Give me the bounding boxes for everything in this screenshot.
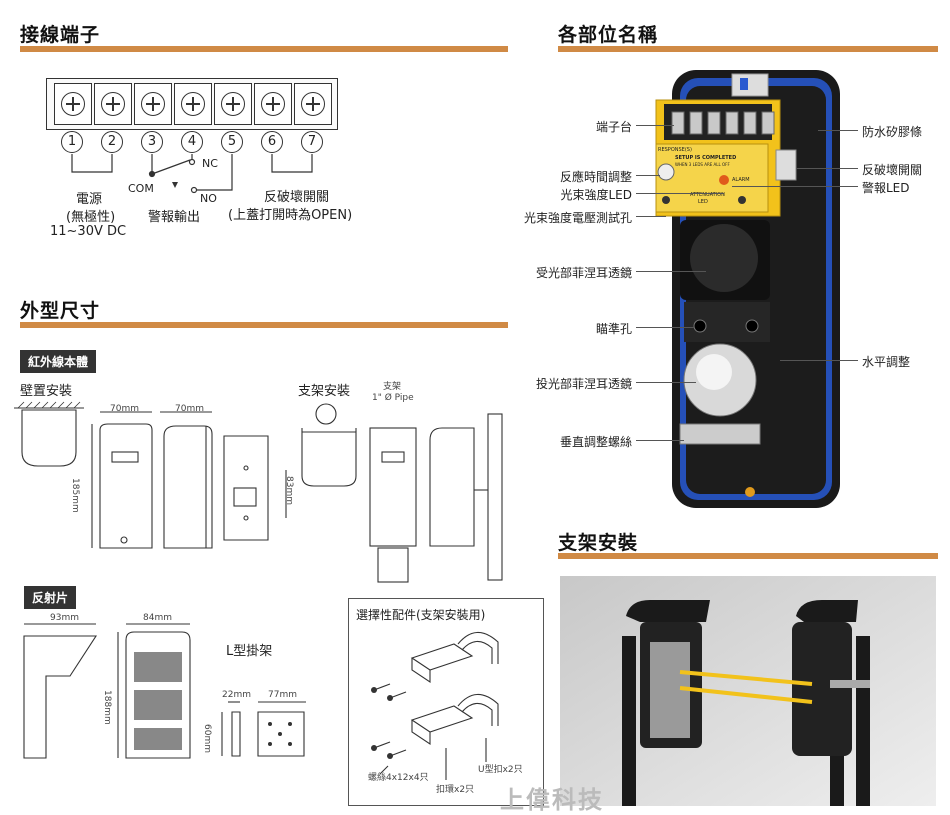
callout-aiming-hole: 瞄準孔 [595,322,632,336]
terminal-screw [254,83,292,125]
width-label: 70mm [175,404,204,414]
section-divider [20,322,508,328]
section-title-bracket-install: 支架安裝 [558,532,639,554]
device-response-text: RESPONSE(S) [658,147,692,153]
terminal-number: 1 [61,131,83,153]
terminal-number: 6 [261,131,283,153]
callout-tamper-switch: 反破壞開關 [862,163,923,177]
callout-vertical-screw: 垂直調整螺絲 [559,435,632,449]
callout-alarm-led: 警報LED [862,181,910,195]
section-divider [558,46,938,52]
section-title-parts: 各部位名稱 [558,24,659,46]
nc-label: NC [202,157,218,170]
leader-line [796,168,858,169]
callout-terminal-block: 端子台 [595,120,632,134]
accessories-title: 選擇性配件(支架安裝用) [356,608,486,622]
u-clamp-label: U型扣x2只 [478,765,523,775]
terminal-number: 3 [141,131,163,153]
support-label: 支架 [383,382,402,392]
accessories-box [348,598,544,806]
leader-line [636,216,666,217]
device-illustration [655,70,840,508]
terminal-screw [134,83,172,125]
device-led-text: LED [698,199,708,205]
callout-beam-led: 光束強度LED [560,188,632,202]
body-dimension-drawings [14,401,503,583]
accessories-drawing [371,631,499,780]
leader-line [780,360,858,361]
terminal-screw [54,83,92,125]
body-tag: 紅外線本體 [20,350,97,373]
section-divider [20,46,508,52]
leader-line [636,125,674,126]
leader-line [732,186,858,187]
device-attenuation-text: ATTENUATION [690,192,725,198]
width-label: 93mm [50,613,79,623]
alarm-output-label: 警報輸出 [148,210,201,225]
section-title-terminals: 接線端子 [20,24,101,46]
tamper-note-label: (上蓋打開時為OPEN) [228,208,353,223]
width-label: 70mm [110,404,139,414]
reflector-tag: 反射片 [24,586,77,609]
reflector-drawings [23,623,306,759]
callout-transmitter-lens: 投光部菲涅耳透鏡 [535,377,632,391]
wiring-diagram [71,154,313,194]
leader-line [636,175,660,176]
leader-line [636,327,694,328]
pipe-label: 1" Ø Pipe [372,393,414,403]
bracket-mount-label: 支架安裝 [298,384,351,399]
leader-line [636,382,696,383]
power-nonpolar-label: (無極性) [66,210,116,225]
power-voltage-label: 11~30V DC [50,224,127,239]
terminal-screw [94,83,132,125]
callout-response-time: 反應時間調整 [559,170,632,184]
terminal-number: 4 [181,131,203,153]
terminal-screw [174,83,212,125]
terminal-screw [294,83,332,125]
leader-line [818,130,858,131]
l-bracket-label: L型掛架 [226,644,273,659]
power-label: 電源 [76,192,103,207]
width-label: 22mm [222,690,251,700]
leader-line [636,271,706,272]
callout-test-hole: 光束強度電壓測試孔 [523,211,632,225]
screws-label: 螺絲4x12x4只 [368,773,429,783]
bracket-install-photo [560,576,936,806]
terminal-screw [214,83,252,125]
watermark: 上偉科技 [500,786,604,814]
wall-mount-label: 壁置安裝 [20,384,73,399]
tamper-label: 反破壞開關 [264,190,330,205]
device-setup-text: SETUP IS COMPLETED [675,155,737,161]
device-setup-note: WHEN 3 LEDS ARE ALL OFF [675,162,730,167]
section-title-dimensions: 外型尺寸 [20,300,101,322]
terminal-number: 5 [221,131,243,153]
callout-receiver-lens: 受光部菲涅耳透鏡 [535,266,632,280]
clamp-label: 扣環x2只 [436,785,475,795]
width-label: 84mm [143,613,172,623]
no-label: NO [200,192,217,205]
leader-line [636,193,724,194]
callout-waterproof-strip: 防水矽膠條 [862,125,923,139]
leader-line [636,440,684,441]
device-alarm-text: ALARM [732,177,750,183]
terminal-number: 7 [301,131,323,153]
width-label: 77mm [268,690,297,700]
com-label: COM [128,182,154,195]
terminal-number: 2 [101,131,123,153]
callout-horizontal-adjust: 水平調整 [862,355,911,369]
section-divider [558,553,938,559]
